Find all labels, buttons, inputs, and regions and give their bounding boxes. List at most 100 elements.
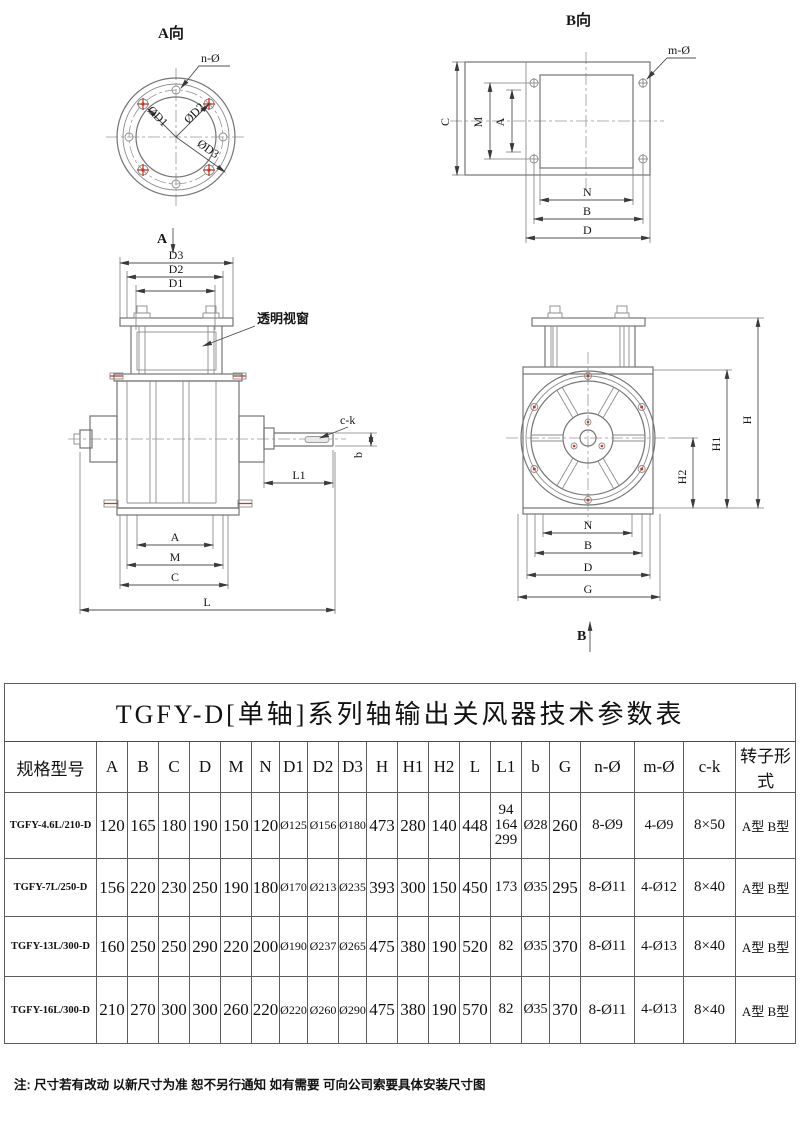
cell-B: 165 [127,792,159,859]
cell-ck: 8×40 [683,976,736,1044]
plain-bolt-holes [124,85,228,189]
housing-bolt-holes [530,372,646,504]
svg-text:B: B [577,629,586,644]
cell-rotor: A型 B型 [734,792,797,859]
dim-label-d2f: D [584,560,593,574]
cell-G: 370 [549,976,581,1044]
dim-label-a: A [493,117,507,126]
cell-D3: Ø180 [338,792,367,859]
dim-label-m2: M [170,550,181,564]
cell-H2: 140 [428,792,460,859]
flange-bolts [133,305,220,374]
dim-label-d3: D3 [169,248,184,262]
cell-D2: Ø237 [307,916,339,977]
dim-label-l1: L1 [292,468,305,482]
cell-D2: Ø156 [307,792,339,859]
cell-H1: 300 [397,858,429,917]
table-row: TGFY-4.6L/210-D 120 165 180 190 150 120 … [4,792,797,859]
col-header-ck: c-k [683,741,736,793]
cell-H: 393 [366,858,398,917]
table-title: TGFY-D[单轴]系列轴输出关风器技术参数表 [3,683,797,742]
dim-label-d3: ØD3 [195,136,222,161]
n-holes-label: n-Ø [201,51,220,65]
dim-label-m: M [471,116,485,127]
parameters-table: TGFY-D[单轴]系列轴输出关风器技术参数表 规格型号 A B C D M N… [3,683,797,1044]
table-row: TGFY-16L/300-D 210 270 300 300 260 220 Ø… [4,976,797,1044]
cell-m-holes: 4-Ø13 [634,916,684,977]
cell-G: 260 [549,792,581,859]
cell-D: 250 [189,858,221,917]
cell-D2: Ø213 [307,858,339,917]
cell-D3: Ø265 [338,916,367,977]
cell-H: 473 [366,792,398,859]
cell-B: 220 [127,858,159,917]
cell-A: 156 [96,858,128,917]
cell-L1: 82 [490,916,522,977]
cell-D2: Ø260 [307,976,339,1044]
cell-n-holes: 8-Ø11 [580,976,635,1044]
cell-C: 180 [158,792,190,859]
cell-ck: 8×50 [683,792,736,859]
cell-D3: Ø235 [338,858,367,917]
col-header-D: D [189,741,221,793]
cell-rotor: A型 B型 [734,976,797,1044]
view-b-title: B向 [566,11,591,29]
cell-L1: 82 [490,976,522,1044]
cell-C: 230 [158,858,190,917]
col-header-M: M [220,741,252,793]
col-header-C: C [158,741,190,793]
cell-M: 220 [220,916,252,977]
cell-n-holes: 8-Ø11 [580,916,635,977]
footnote: 注: 尺寸若有改动 以新尺寸为准 恕不另行通知 如有需要 可向公司索要具体安装尺… [14,1078,486,1092]
cell-H1: 380 [397,916,429,977]
col-header-model: 规格型号 [4,741,97,793]
cell-A: 160 [96,916,128,977]
dim-label-d2: D2 [169,262,184,276]
front-flange-bolts [547,305,630,367]
dim-label-b-shaft: b [351,452,365,458]
col-header-L: L [459,741,491,793]
dim-label-h: H [740,415,754,424]
cell-model: TGFY-7L/250-D [4,858,97,917]
cell-b: Ø28 [521,792,550,859]
col-header-rotor: 转子形式 [734,741,797,793]
cell-G: 370 [549,916,581,977]
dim-label-n2: N [584,518,593,532]
technical-drawings: A向 n-Ø ØD1 ØD2 ØD3 A [68,11,764,652]
table-row: TGFY-7L/250-D 156 220 230 250 190 180 Ø1… [4,858,797,917]
col-header-D3: D3 [338,741,367,793]
section-arrow-b: B [577,621,593,652]
dim-label-b: B [583,204,591,218]
dim-label-d1: ØD1 [145,103,171,129]
table-header-row: 规格型号 A B C D M N D1 D2 D3 H H1 H2 L L1 b… [4,741,797,793]
dim-label-g: G [584,582,593,596]
col-header-H: H [366,741,398,793]
rotor-spokes [531,386,645,490]
cell-N: 200 [251,916,280,977]
dim-label-c2: C [171,570,179,584]
cell-m-holes: 4-Ø12 [634,858,684,917]
cell-H: 475 [366,976,398,1044]
cell-L1: 94 164 299 [490,792,522,859]
sight-window-label: 透明视窗 [257,311,309,326]
col-header-H2: H2 [428,741,460,793]
cell-D: 300 [189,976,221,1044]
dim-label-l: L [203,595,210,609]
col-header-H1: H1 [397,741,429,793]
table-title-row: TGFY-D[单轴]系列轴输出关风器技术参数表 [3,683,797,742]
cell-ck: 8×40 [683,916,736,977]
cell-A: 210 [96,976,128,1044]
cell-H2: 150 [428,858,460,917]
view-b-flange-drawing: B向 m-Ø C M A N B D [438,11,696,243]
cell-N: 180 [251,858,280,917]
cell-D: 190 [189,792,221,859]
cell-D1: Ø170 [279,858,308,917]
cell-C: 250 [158,916,190,977]
view-a-title: A向 [158,24,184,42]
cell-H1: 380 [397,976,429,1044]
cell-N: 220 [251,976,280,1044]
cell-ck: 8×40 [683,858,736,917]
m-holes-label: m-Ø [668,43,690,57]
cell-G: 295 [549,858,581,917]
